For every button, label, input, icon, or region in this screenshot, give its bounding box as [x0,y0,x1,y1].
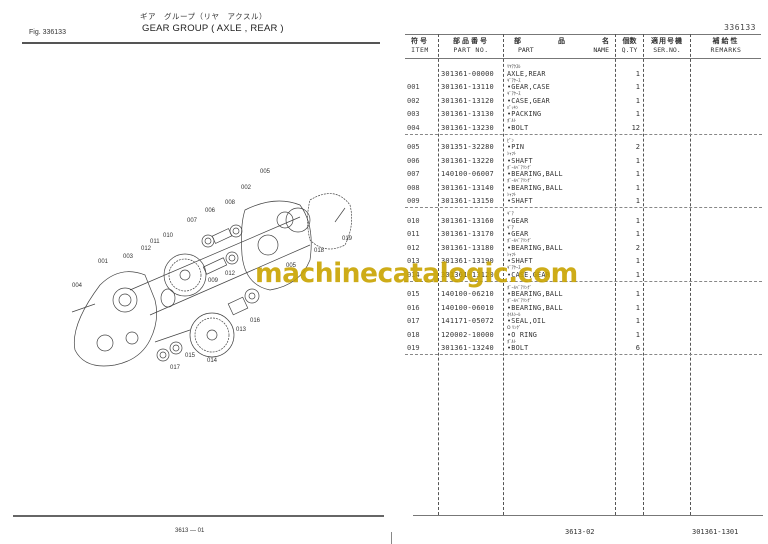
page-title: GEAR GROUP ( AXLE , REAR ) [142,23,284,34]
group-separator [395,132,768,138]
page-code: 336133 [724,23,756,32]
svg-text:019: 019 [342,236,353,242]
svg-text:014: 014 [207,358,218,364]
svg-text:001: 001 [98,259,109,265]
svg-text:005: 005 [260,169,271,175]
column-divider [438,34,439,515]
svg-text:005: 005 [286,263,297,269]
header-ser-no: 適用号機 SER.NO. [651,37,683,54]
group-separator [395,352,768,358]
page-divider [391,532,392,544]
svg-text:010: 010 [163,233,174,239]
column-divider [643,34,644,515]
column-divider [690,34,691,515]
exploded-gear-diagram: 001 002 003 004 005 005 006 007 008 009 … [71,169,353,371]
svg-text:003: 003 [123,254,134,260]
page-number-left: 3613 — 01 [175,528,205,534]
svg-text:007: 007 [187,218,198,224]
svg-text:004: 004 [72,283,83,289]
table-top-rule [405,34,761,35]
svg-text:016: 016 [250,318,261,324]
svg-text:006: 006 [205,208,216,214]
svg-text:015: 015 [185,353,196,359]
svg-text:013: 013 [236,327,247,333]
table-header-rule [405,58,761,59]
svg-text:011: 011 [150,239,160,245]
svg-text:012: 012 [141,246,152,252]
right-page-parts-list: 336133 符号 ITEM 部品番号 PART NO. 部 品 名 PART … [395,0,768,544]
callout-labels: 001 002 003 004 005 005 006 007 008 009 … [72,169,353,371]
header-rule [22,42,380,44]
svg-text:009: 009 [208,278,219,284]
svg-text:008: 008 [225,200,236,206]
header-remarks: 補給性 REMARKS [710,37,742,54]
group-separator [395,205,768,211]
table-bottom-rule [413,515,763,516]
title-japanese: ギア グループ（リヤ アクスル） [140,12,267,21]
header-part-no: 部品番号 PART NO. [453,37,489,54]
svg-text:002: 002 [241,185,252,191]
catalog-code: 301361-1301 [692,528,739,536]
header-qty: 個数 Q.TY [621,37,638,54]
header-item: 符号 ITEM [411,37,429,54]
page-number-right: 3613-02 [565,528,595,536]
column-divider [503,34,504,515]
column-divider [615,34,616,515]
watermark-text: machinecatalogic.com [255,258,578,289]
group-separator [395,279,768,285]
figure-label: Fig. 336133 [29,29,66,36]
footer-rule [13,515,384,517]
svg-text:017: 017 [170,365,181,371]
svg-text:012: 012 [225,271,236,277]
header-part-name: 部 品 名 PART NAME [514,37,609,54]
left-page-illustration: ギア グループ（リヤ アクスル） Fig. 336133 GEAR GROUP … [13,12,384,534]
svg-text:018: 018 [314,248,325,254]
